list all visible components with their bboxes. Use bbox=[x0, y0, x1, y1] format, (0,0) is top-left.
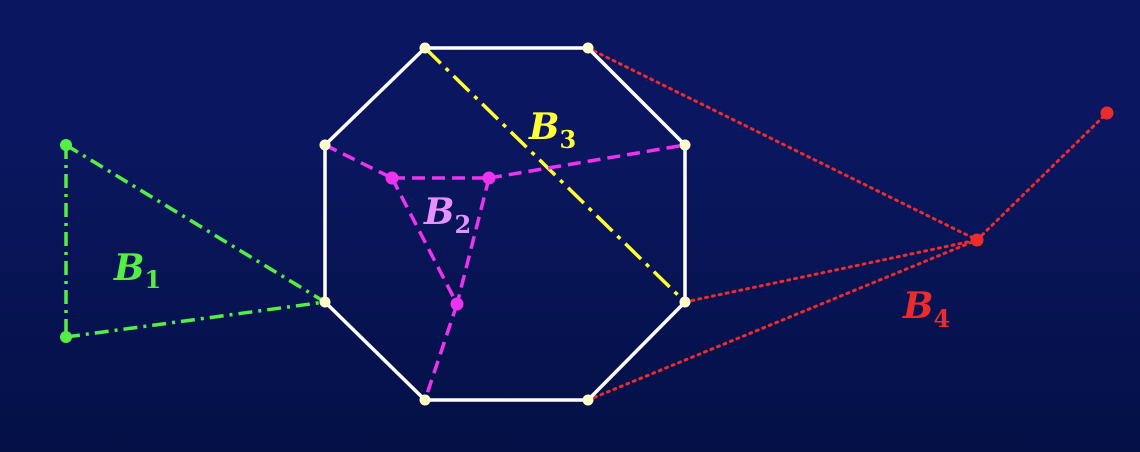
label-b1: B1 bbox=[113, 247, 161, 294]
vertex bbox=[582, 394, 594, 406]
label-b3: B3 bbox=[528, 106, 576, 154]
b2-edge-1 bbox=[324, 143, 393, 180]
vertex bbox=[582, 42, 594, 54]
b2-point-right bbox=[482, 171, 496, 185]
vertex bbox=[679, 139, 691, 151]
b2-edge-4 bbox=[390, 177, 459, 305]
b3-diagonal bbox=[423, 46, 687, 304]
b2-edge-3 bbox=[488, 143, 686, 180]
vertex bbox=[419, 42, 431, 54]
vertex bbox=[319, 139, 331, 151]
b2-paths bbox=[324, 143, 686, 401]
b4-edge-4 bbox=[975, 111, 1109, 242]
vertex bbox=[319, 296, 331, 308]
octagon-vertices bbox=[319, 42, 691, 406]
b4-edge-2 bbox=[683, 238, 979, 304]
b2-point-bottom bbox=[450, 297, 464, 311]
label-b2: B2 bbox=[423, 191, 471, 239]
b4-paths bbox=[586, 46, 1114, 402]
b1-point-bottom bbox=[60, 331, 72, 343]
b1-edge-bottom bbox=[65, 300, 326, 339]
vertex bbox=[679, 296, 691, 308]
b4-edge-1 bbox=[586, 46, 979, 242]
octagon bbox=[323, 46, 687, 402]
label-b4: B4 bbox=[902, 285, 950, 333]
b2-edge-6 bbox=[423, 303, 459, 401]
b1-triangle bbox=[60, 139, 326, 343]
b2-edge-5 bbox=[455, 177, 491, 305]
b2-point-left bbox=[385, 171, 399, 185]
b1-point-top bbox=[60, 139, 72, 151]
b4-edge-3 bbox=[586, 238, 979, 402]
b1-edge-top bbox=[65, 143, 326, 304]
b4-point-end bbox=[1100, 106, 1114, 120]
b4-point-hub bbox=[970, 233, 984, 247]
vertex bbox=[419, 394, 431, 406]
